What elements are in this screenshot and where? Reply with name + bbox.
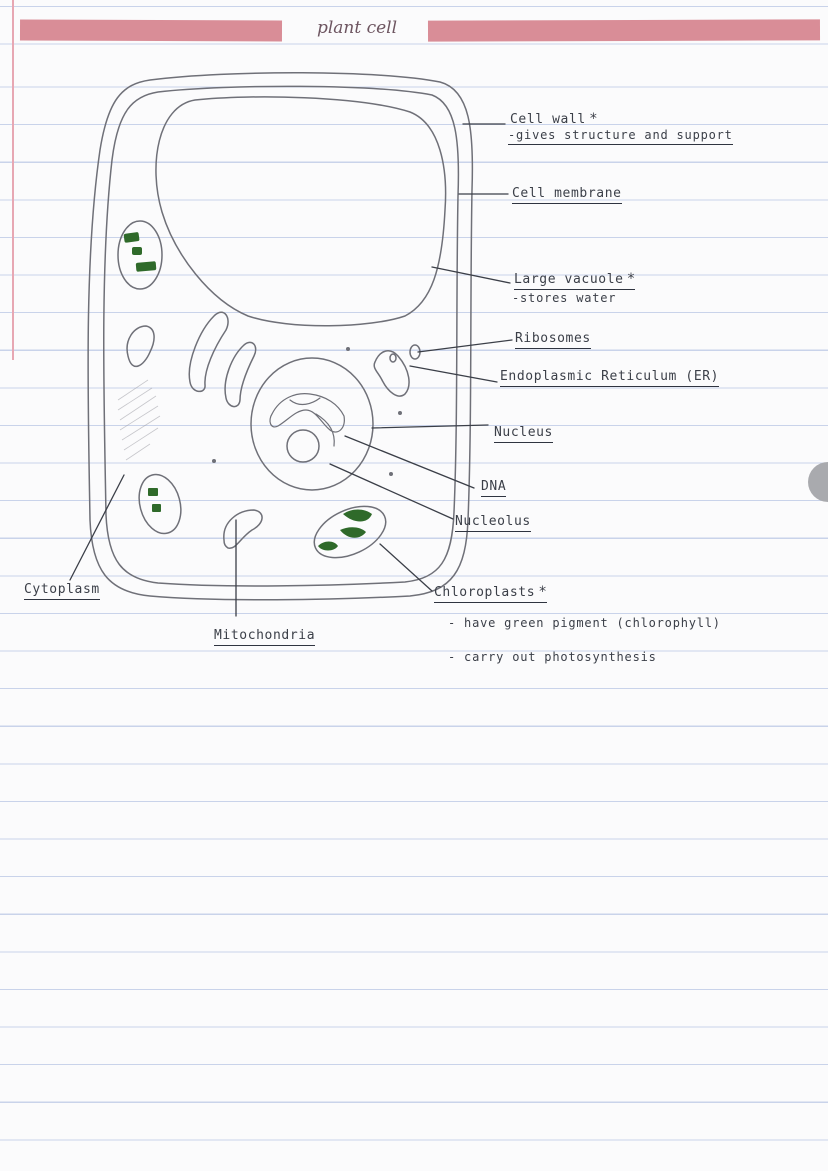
- leader-ribosomes: [417, 339, 513, 353]
- label-cell-membrane: Cell membrane: [512, 186, 622, 204]
- chloroplast-2-outline: [138, 473, 182, 535]
- key-star-icon: *: [589, 111, 598, 127]
- chloroplast-1-outline: [117, 220, 163, 290]
- label-nucleus: Nucleus: [494, 425, 553, 443]
- label-mitochondria: Mitochondria: [214, 628, 316, 646]
- label-ribosomes: Ribosomes: [515, 331, 591, 349]
- margin-line: [12, 0, 14, 360]
- label-large-vacuole: Large vacuole*: [514, 271, 636, 290]
- label-er: Endoplasmic Reticulum (ER): [500, 369, 720, 387]
- label-dna: DNA: [481, 479, 507, 497]
- leader-nucleolus: [329, 463, 454, 520]
- cell-membrane-outline: [102, 85, 460, 587]
- mitochondrion-2: [223, 509, 263, 549]
- label-nucleolus: Nucleolus: [455, 514, 531, 532]
- label-chloroplasts: Chloroplasts*: [434, 584, 547, 603]
- leader-cytoplasm: [69, 474, 125, 581]
- label-large-vacuole-note: -stores water: [512, 291, 617, 305]
- page-title: plant cell: [316, 18, 398, 38]
- leader-large-vacuole: [431, 266, 511, 284]
- leader-nucleus: [371, 424, 489, 429]
- chloroplast-3-outline: [313, 505, 387, 559]
- mitochondrion-1: [126, 325, 155, 368]
- leader-dna: [344, 435, 475, 489]
- nucleolus-outline: [286, 429, 320, 463]
- leader-er: [409, 365, 498, 383]
- label-cell-wall-note: -gives structure and support: [508, 128, 733, 145]
- dna-scribble: [269, 393, 345, 447]
- large-vacuole-outline: [155, 96, 447, 327]
- cytoplasm-shading: [117, 379, 161, 461]
- binder-hole: [808, 462, 828, 502]
- label-cytoplasm: Cytoplasm: [24, 582, 100, 600]
- er-loop-1: [188, 311, 229, 393]
- nucleus-outline: [250, 357, 374, 491]
- label-chloroplasts-note-1: - have green pigment (chlorophyll): [448, 616, 721, 630]
- er-loop-3: [373, 350, 410, 397]
- cell-wall-outline: [87, 72, 474, 601]
- chlorophyll-fills: [123, 232, 372, 551]
- leader-chloroplasts: [379, 543, 433, 592]
- key-star-icon: *: [539, 584, 547, 600]
- ribosome-2: [389, 353, 397, 363]
- label-chloroplasts-note-2: - carry out photosynthesis: [448, 650, 657, 664]
- label-cell-wall: Cell wall*: [510, 111, 598, 127]
- key-star-icon: *: [627, 271, 636, 287]
- er-loop-2: [224, 341, 257, 408]
